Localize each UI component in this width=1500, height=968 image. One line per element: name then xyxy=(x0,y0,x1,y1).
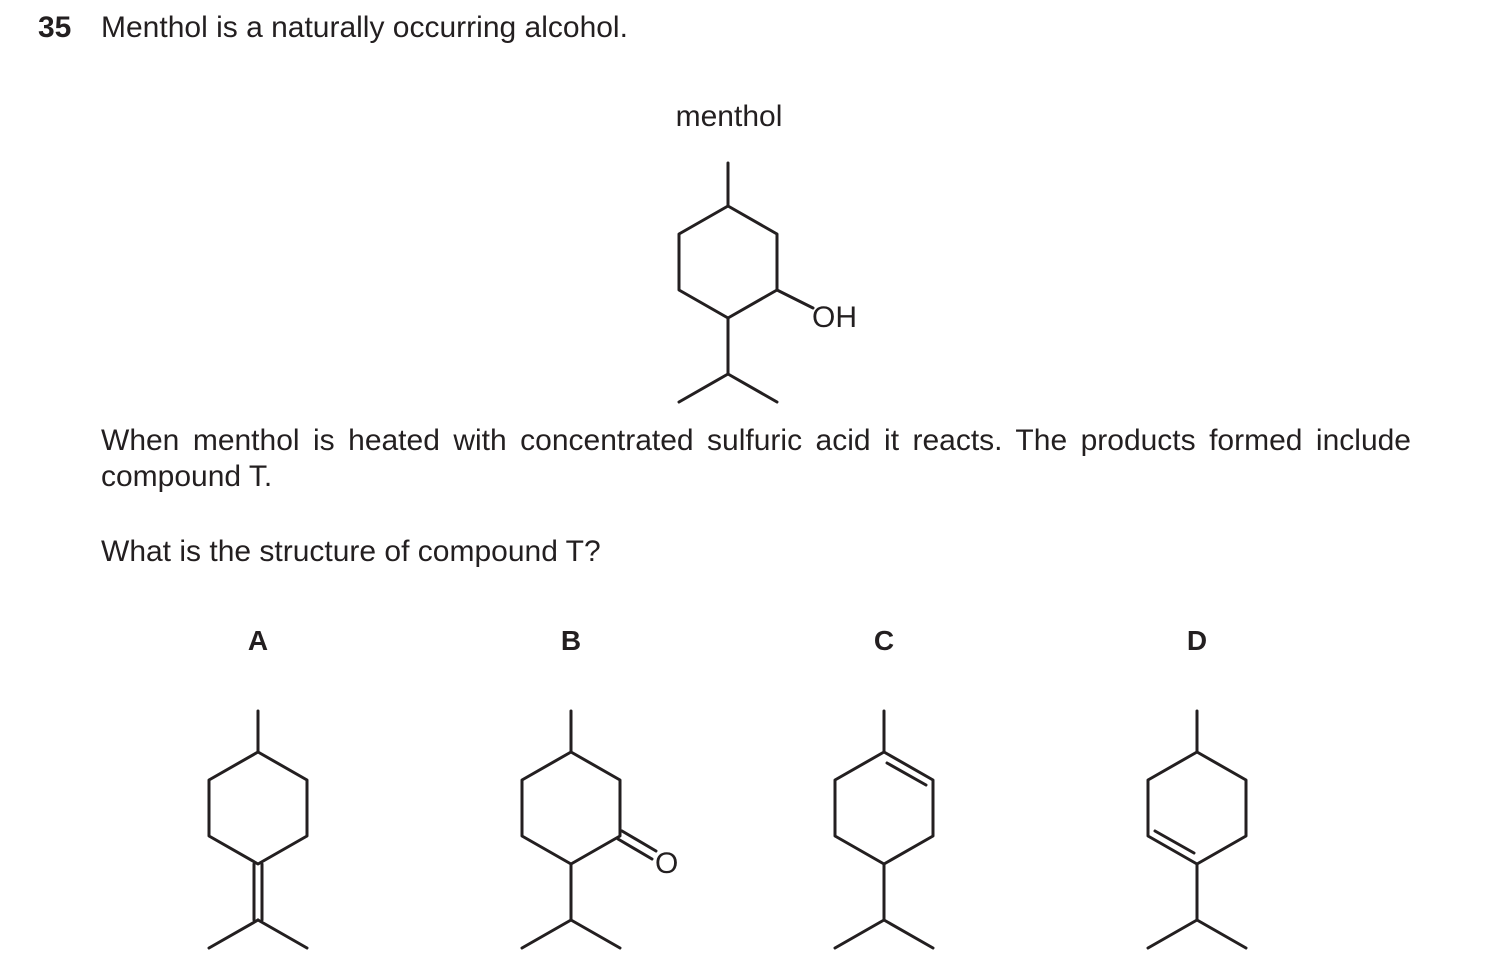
option-c-letter[interactable]: C xyxy=(873,625,895,656)
option-b-letter[interactable]: B xyxy=(560,625,582,656)
question-number: 35 xyxy=(38,11,72,44)
question-paragraph-1: When menthol is heated with concentrated… xyxy=(101,424,1411,493)
question-intro: Menthol is a naturally occurring alcohol… xyxy=(101,11,628,44)
option-b-structure[interactable]: O xyxy=(520,709,678,950)
menthol-label: menthol xyxy=(675,100,783,133)
menthol-structure: OH xyxy=(677,161,857,404)
cyclohexane-ring xyxy=(677,204,779,320)
isopropyl-right-methyl xyxy=(726,372,779,404)
option-d-letter[interactable]: D xyxy=(1186,625,1208,656)
carbonyl-line-2 xyxy=(616,837,654,861)
oxygen-label: O xyxy=(655,847,678,880)
option-c-structure[interactable] xyxy=(833,709,935,950)
option-a-letter[interactable]: A xyxy=(247,625,269,656)
isopropyl-left-methyl xyxy=(677,372,730,404)
option-a-structure[interactable] xyxy=(207,709,309,950)
oh-bond xyxy=(775,288,815,310)
question-paragraph-2: What is the structure of compound T? xyxy=(101,535,601,568)
oh-label: OH xyxy=(812,301,857,334)
ring-double-bond-inner xyxy=(1153,829,1196,855)
option-d-structure[interactable] xyxy=(1146,709,1248,950)
ring-double-bond-inner xyxy=(885,761,928,787)
carbonyl-line-1 xyxy=(620,829,658,853)
